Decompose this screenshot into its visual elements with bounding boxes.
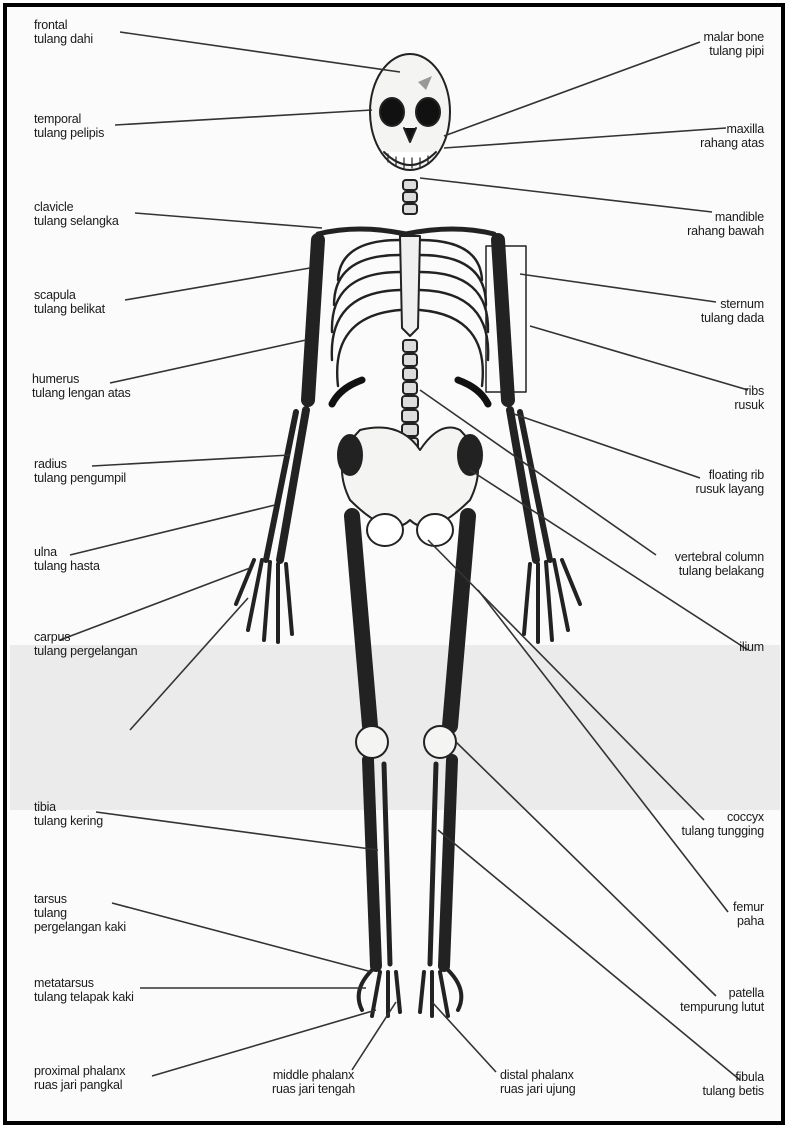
right-patella (424, 726, 456, 758)
left-arm (236, 240, 318, 642)
skull (370, 54, 450, 170)
sternum-bone (400, 236, 420, 336)
right-arm (498, 240, 580, 642)
scan-noise-band (10, 645, 780, 810)
clavicles (318, 229, 494, 234)
left-patella (356, 726, 388, 758)
label-ilium: ilium (739, 640, 764, 654)
